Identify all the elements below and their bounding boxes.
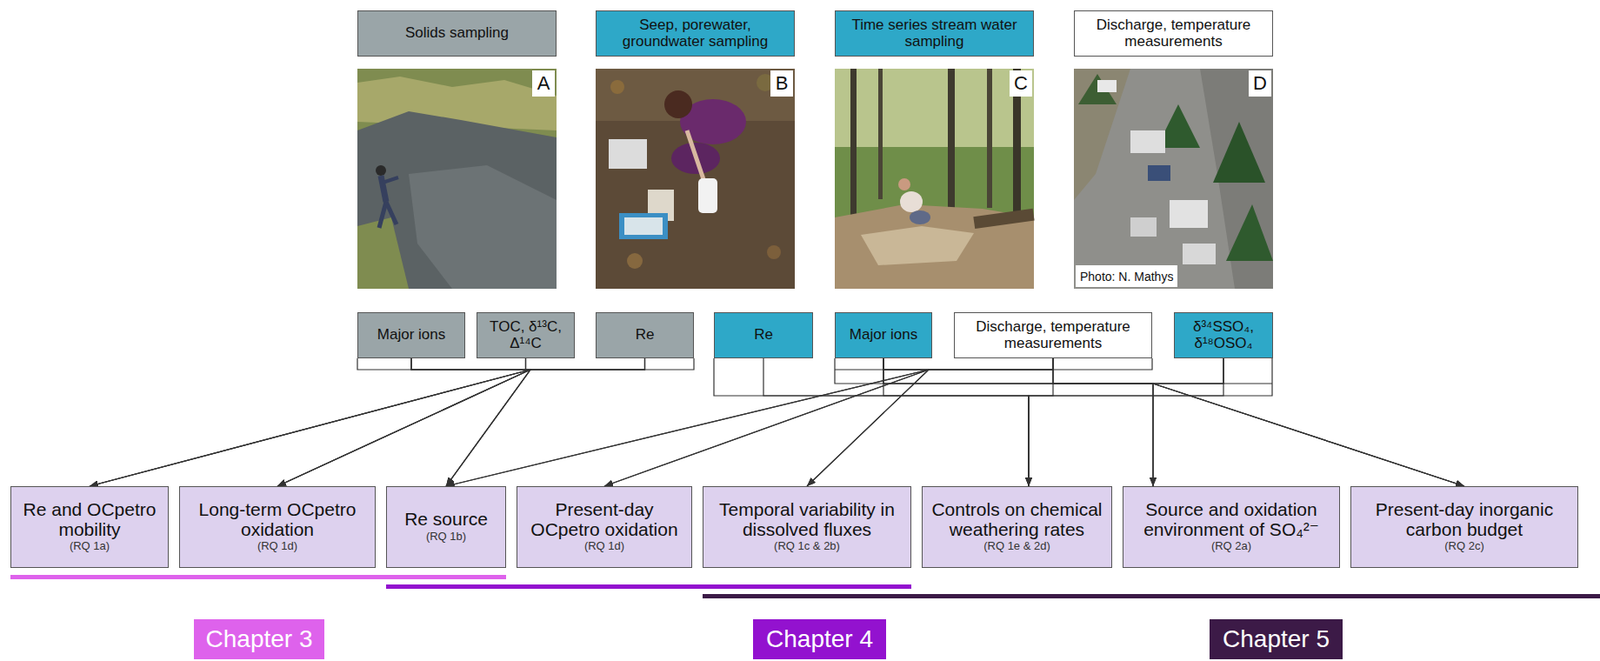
question-code: (RQ 1e & 2d) — [983, 539, 1051, 554]
data-box: Major ions — [357, 312, 466, 359]
box-text: Re — [635, 326, 655, 343]
connector-arrow — [277, 358, 646, 487]
box-text: Re — [753, 326, 774, 343]
box-text: Chapter 5 — [1222, 626, 1330, 653]
chapter-label: Chapter 3 — [193, 619, 325, 660]
chapter-label: Chapter 5 — [1209, 619, 1343, 660]
box-text: Time series stream water sampling — [841, 17, 1027, 50]
box-text: Temporal variability in dissolved fluxes — [709, 500, 905, 540]
photo-credit: Photo: N. Mathys — [1075, 265, 1178, 287]
question-code: (RQ 2c) — [1444, 539, 1485, 554]
box-text: Discharge, temperature measurements — [960, 319, 1146, 352]
chapter-bar — [10, 574, 507, 580]
data-box: Re — [595, 312, 694, 359]
header-box: Discharge, temperature measurements — [1073, 10, 1274, 57]
panel-letter: D — [1248, 70, 1272, 97]
box-text: Major ions — [849, 326, 918, 343]
box-text: TOC, δ¹³C, Δ¹⁴C — [483, 319, 568, 352]
panel-letter: B — [770, 70, 794, 97]
connector-arrow — [604, 358, 929, 487]
bracket — [357, 358, 1273, 396]
question-box: Long-term OCpetro oxidation(RQ 1d) — [179, 486, 376, 568]
photo — [357, 68, 557, 289]
photo — [834, 68, 1035, 289]
connector-arrow — [89, 358, 646, 487]
question-box: Present-day inorganic carbon budget(RQ 2… — [1350, 486, 1579, 568]
question-box: Re and OCpetro mobility(RQ 1a) — [10, 486, 169, 568]
connector-arrow — [1153, 358, 1465, 487]
box-text: Source and oxidation environment of SO₄²… — [1129, 500, 1334, 540]
connector-arrow — [806, 358, 1054, 487]
data-box: TOC, δ¹³C, Δ¹⁴C — [476, 312, 575, 359]
question-code: (RQ 2a) — [1211, 539, 1252, 554]
question-code: (RQ 1a) — [69, 539, 110, 554]
box-text: Re and OCpetro mobility — [17, 500, 162, 540]
connector-arrow — [883, 358, 1465, 487]
connector-arrow — [806, 358, 929, 487]
data-box: Discharge, temperature measurements — [953, 312, 1153, 359]
question-code: (RQ 1d) — [257, 539, 298, 554]
question-box: Source and oxidation environment of SO₄²… — [1122, 486, 1340, 568]
header-box: Time series stream water sampling — [834, 10, 1034, 57]
box-text: Discharge, temperature measurements — [1080, 17, 1267, 50]
header-box: Seep, porewater, groundwater sampling — [595, 10, 795, 57]
question-code: (RQ 1c & 2b) — [773, 539, 840, 554]
connector-arrow — [1053, 358, 1465, 487]
chapter-label: Chapter 4 — [753, 619, 887, 660]
panel-letter: C — [1009, 70, 1033, 97]
box-text: Long-term OCpetro oxidation — [186, 500, 369, 540]
photo — [1073, 68, 1274, 289]
connector-arrow — [604, 358, 1054, 487]
connector-arrow — [1053, 358, 1154, 487]
question-code: (RQ 1b) — [426, 529, 467, 545]
chapter-bar — [702, 593, 1600, 599]
data-box: Re — [713, 312, 814, 359]
box-text: Seep, porewater, groundwater sampling — [602, 17, 788, 50]
connector-arrow — [89, 358, 531, 487]
question-box: Present-day OCpetro oxidation(RQ 1d) — [516, 486, 693, 568]
box-text: Solids sampling — [405, 25, 509, 41]
box-text: Present-day inorganic carbon budget — [1357, 500, 1572, 540]
box-text: Major ions — [377, 326, 446, 343]
data-box: Major ions — [834, 312, 933, 359]
data-box: δ³⁴SSO₄, δ¹⁸OSO₄ — [1173, 312, 1274, 359]
box-text: Controls on chemical weathering rates — [928, 500, 1106, 540]
box-text: Chapter 4 — [766, 626, 874, 653]
box-text: Re source — [404, 509, 488, 530]
connector-arrow — [446, 358, 531, 487]
connector-arrow — [1028, 358, 1054, 487]
question-box: Temporal variability in dissolved fluxes… — [702, 486, 912, 568]
chapter-bar — [386, 584, 912, 589]
connector-arrow — [89, 358, 531, 487]
connector-arrow — [446, 358, 646, 487]
photo — [595, 68, 795, 289]
panel-letter: A — [532, 70, 555, 97]
question-code: (RQ 1d) — [584, 539, 625, 554]
connector-arrow — [883, 358, 1154, 487]
connector-arrow — [1153, 358, 1224, 487]
connector-arrow — [446, 358, 1054, 487]
box-text: δ³⁴SSO₄, δ¹⁸OSO₄ — [1180, 319, 1267, 352]
header-box: Solids sampling — [357, 10, 557, 57]
box-text: Present-day OCpetro oxidation — [523, 500, 686, 540]
connector-arrow — [1028, 358, 1224, 487]
box-text: Chapter 3 — [206, 626, 314, 653]
connector-arrow — [763, 358, 1029, 487]
question-box: Re source(RQ 1b) — [386, 486, 507, 568]
connector-arrow — [883, 358, 1029, 487]
question-box: Controls on chemical weathering rates(RQ… — [921, 486, 1113, 568]
connector-arrow — [446, 358, 929, 487]
